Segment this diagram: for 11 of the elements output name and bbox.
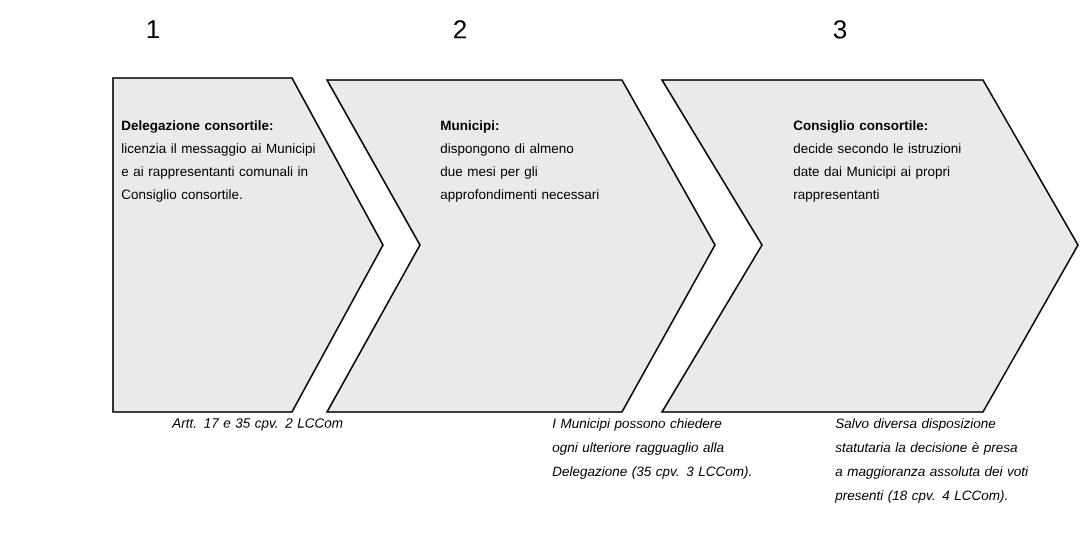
step-number: 3	[833, 20, 847, 39]
node-label: Consiglio consortile:	[793, 120, 927, 133]
step-number: 2	[454, 20, 466, 39]
note-text: Salvo diversa disposizione statutaria la decisione è presa a maggioranza assoluta dei voti presenti (18 cpv. 4 LCCom).	[834, 418, 1029, 503]
chevron-box: Municipi: dispongono di almeno due mesi per gli approfondimenti necessari	[325, 79, 716, 413]
step-number: 1	[147, 20, 159, 39]
note-text: Artt. 17 e 35 cpv. 2 LCCom	[171, 418, 343, 431]
chevron-box: Delegazione consortile: licenzia il messaggio ai Municipi e ai rappresentanti comunali in Consiglio consortile.	[112, 77, 384, 413]
chevron-box: Consiglio consortile: decide secondo le istruzioni date dai Municipi ai propri rappresentanti	[660, 79, 1079, 413]
note-text: I Municipi possono chiedere ogni ulteriore ragguaglio alla Delegazione (35 cpv. 3 LCCom).	[552, 418, 751, 479]
node-label: decide secondo le istruzioni date dai Municipi ai propri rappresentanti	[793, 143, 961, 202]
